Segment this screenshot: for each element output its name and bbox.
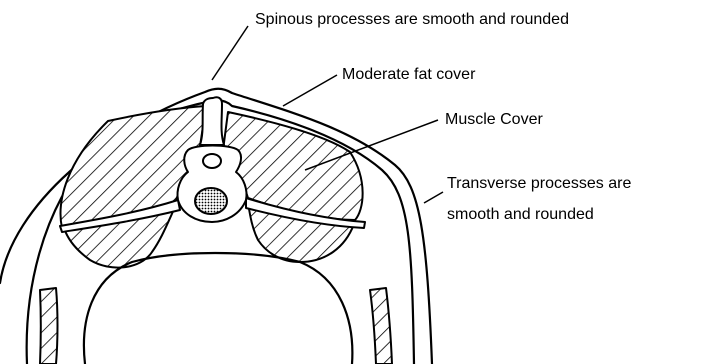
neural-canal bbox=[203, 154, 221, 168]
label-fat: Moderate fat cover bbox=[342, 66, 476, 83]
abdominal-cavity-arc bbox=[84, 253, 352, 364]
label-transverse-line2: smooth and rounded bbox=[447, 206, 594, 223]
left-rib bbox=[40, 288, 58, 364]
label-transverse-line1: Transverse processes are bbox=[447, 175, 631, 192]
label-muscle: Muscle Cover bbox=[445, 111, 543, 128]
fat-leader-line bbox=[283, 75, 337, 106]
spinal-cord bbox=[195, 188, 227, 214]
spinous-process bbox=[200, 97, 224, 145]
spinous-leader-line bbox=[212, 26, 248, 80]
label-spinous: Spinous processes are smooth and rounded bbox=[255, 11, 569, 28]
right-rib bbox=[370, 288, 392, 364]
transverse-leader-line bbox=[424, 192, 443, 203]
